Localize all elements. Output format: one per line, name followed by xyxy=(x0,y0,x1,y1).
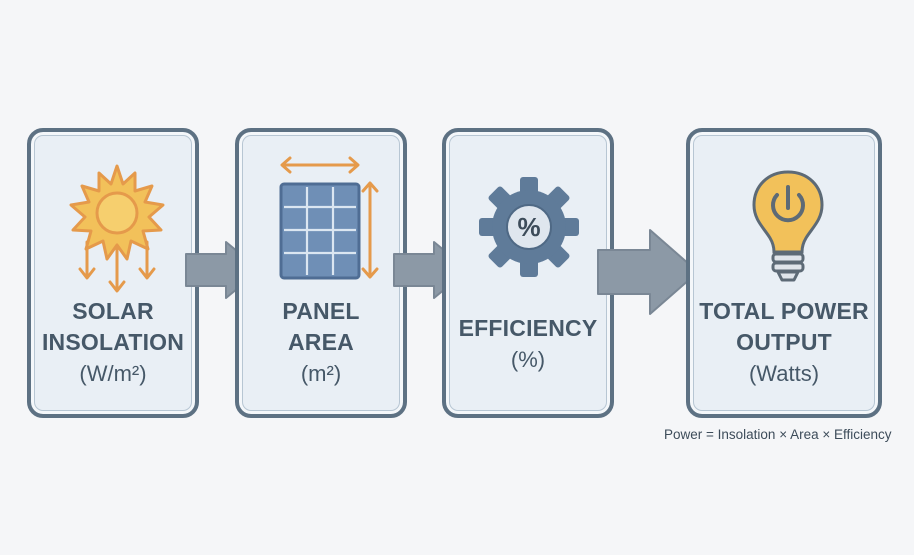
power-symbol-icon xyxy=(771,185,805,223)
step-label-panel-area: PANEL AREA (m²) xyxy=(239,296,403,389)
step-title-line-2: OUTPUT xyxy=(736,329,832,355)
step-title-line-1: EFFICIENCY xyxy=(458,315,598,341)
bulb-base-icon xyxy=(771,252,805,282)
step-label-solar-insolation: SOLAR INSOLATION (W/m²) xyxy=(31,296,195,389)
lightbulb-power-icon xyxy=(752,170,824,282)
sun-core-icon xyxy=(95,191,139,235)
step-unit: (Watts) xyxy=(748,361,820,386)
step-box-solar-insolation: SOLAR INSOLATION (W/m²) xyxy=(27,128,199,418)
step-box-panel-area: PANEL AREA (m²) xyxy=(235,128,407,418)
step-title-line-2: INSOLATION xyxy=(41,329,185,355)
down-arrows-icon xyxy=(78,240,156,293)
gear-percent-icon: % xyxy=(479,177,579,277)
step-title-line-1: SOLAR xyxy=(72,298,154,324)
height-dimension-arrow-icon xyxy=(361,181,379,279)
step-title-line-2: AREA xyxy=(288,329,354,355)
step-unit: (W/m²) xyxy=(79,361,147,386)
step-box-total-power-output: TOTAL POWER OUTPUT (Watts) xyxy=(686,128,882,418)
flow-arrow-3 xyxy=(597,229,699,315)
step-title-line-1: PANEL xyxy=(282,298,360,324)
bulb-glass-icon xyxy=(752,170,824,254)
step-label-total-power-output: TOTAL POWER OUTPUT (Watts) xyxy=(690,296,878,389)
step-unit: (%) xyxy=(510,347,546,372)
gear-icon: % xyxy=(479,177,579,277)
step-box-efficiency: % EFFICIENCY (%) xyxy=(442,128,614,418)
step-unit: (m²) xyxy=(300,361,342,386)
sun-with-rays-icon xyxy=(69,164,165,293)
step-title-line-1: TOTAL POWER xyxy=(699,298,869,324)
formula-caption: Power = Insolation × Area × Efficiency xyxy=(664,427,892,442)
width-dimension-arrow-icon xyxy=(280,156,360,174)
solar-panel-grid-icon xyxy=(279,156,379,280)
percent-glyph: % xyxy=(517,212,540,242)
step-label-efficiency: EFFICIENCY (%) xyxy=(446,313,610,375)
